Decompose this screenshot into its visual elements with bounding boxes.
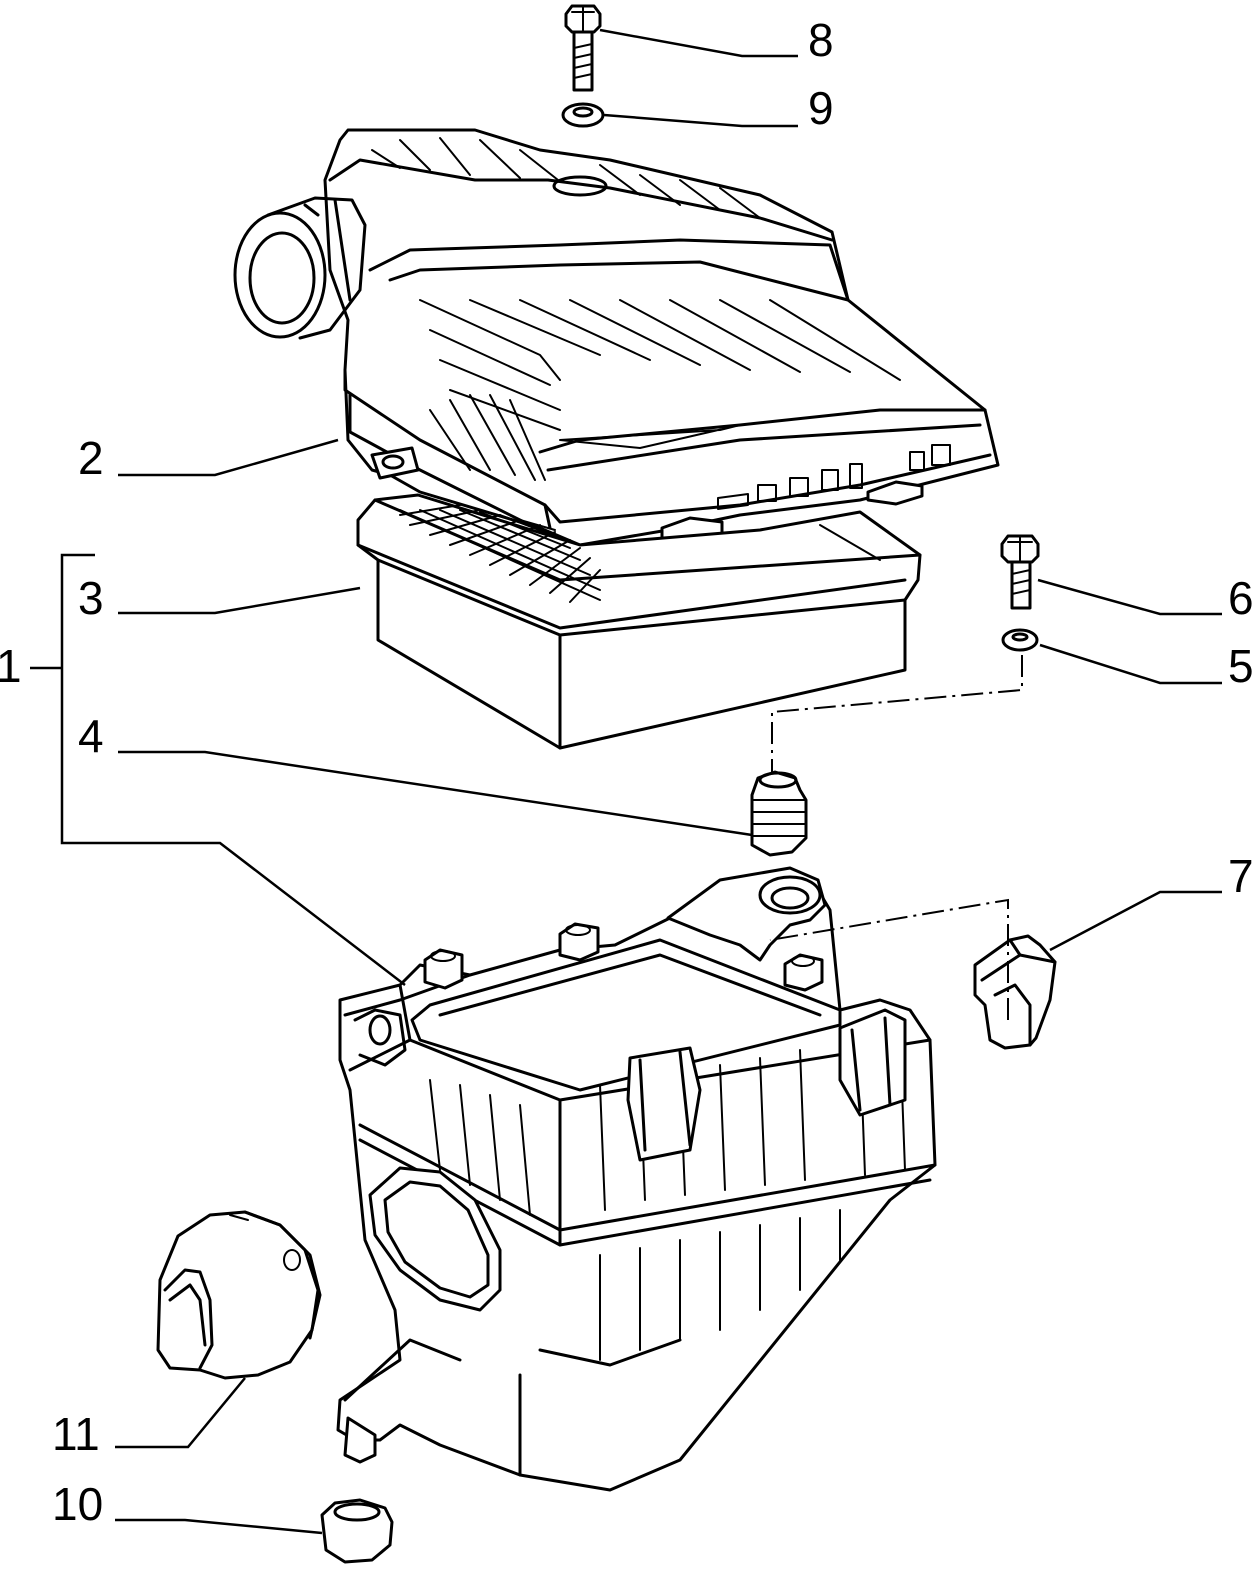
callout-3: 3 <box>78 572 104 624</box>
part-6-bolt[interactable] <box>1000 534 1040 610</box>
part-5-washer[interactable] <box>1001 628 1039 652</box>
callout-9: 9 <box>808 82 834 134</box>
callout-numbers: 8 9 2 3 1 4 6 5 7 11 10 <box>0 14 1254 1530</box>
callout-1: 1 <box>0 640 22 692</box>
part-11-inlet-adapter[interactable] <box>156 1210 322 1380</box>
part-10-grommet[interactable] <box>320 1498 394 1564</box>
part-7-clip[interactable] <box>973 934 1057 1050</box>
callout-10: 10 <box>52 1478 103 1530</box>
callout-2: 2 <box>78 432 104 484</box>
callout-7: 7 <box>1228 850 1254 902</box>
callout-6: 6 <box>1228 572 1254 624</box>
callout-8: 8 <box>808 14 834 66</box>
part-9-washer[interactable] <box>561 102 605 128</box>
part-4-rubber-mount[interactable] <box>750 770 808 857</box>
callout-5: 5 <box>1228 640 1254 692</box>
part-8-bolt[interactable] <box>564 4 602 92</box>
part-1-housing[interactable] <box>336 866 937 1492</box>
leader-lines <box>30 28 1222 1535</box>
callout-11: 11 <box>52 1408 100 1460</box>
callout-4: 4 <box>78 710 104 762</box>
part-2-cover[interactable] <box>233 128 1000 548</box>
part-3-filter-element[interactable] <box>356 493 922 750</box>
